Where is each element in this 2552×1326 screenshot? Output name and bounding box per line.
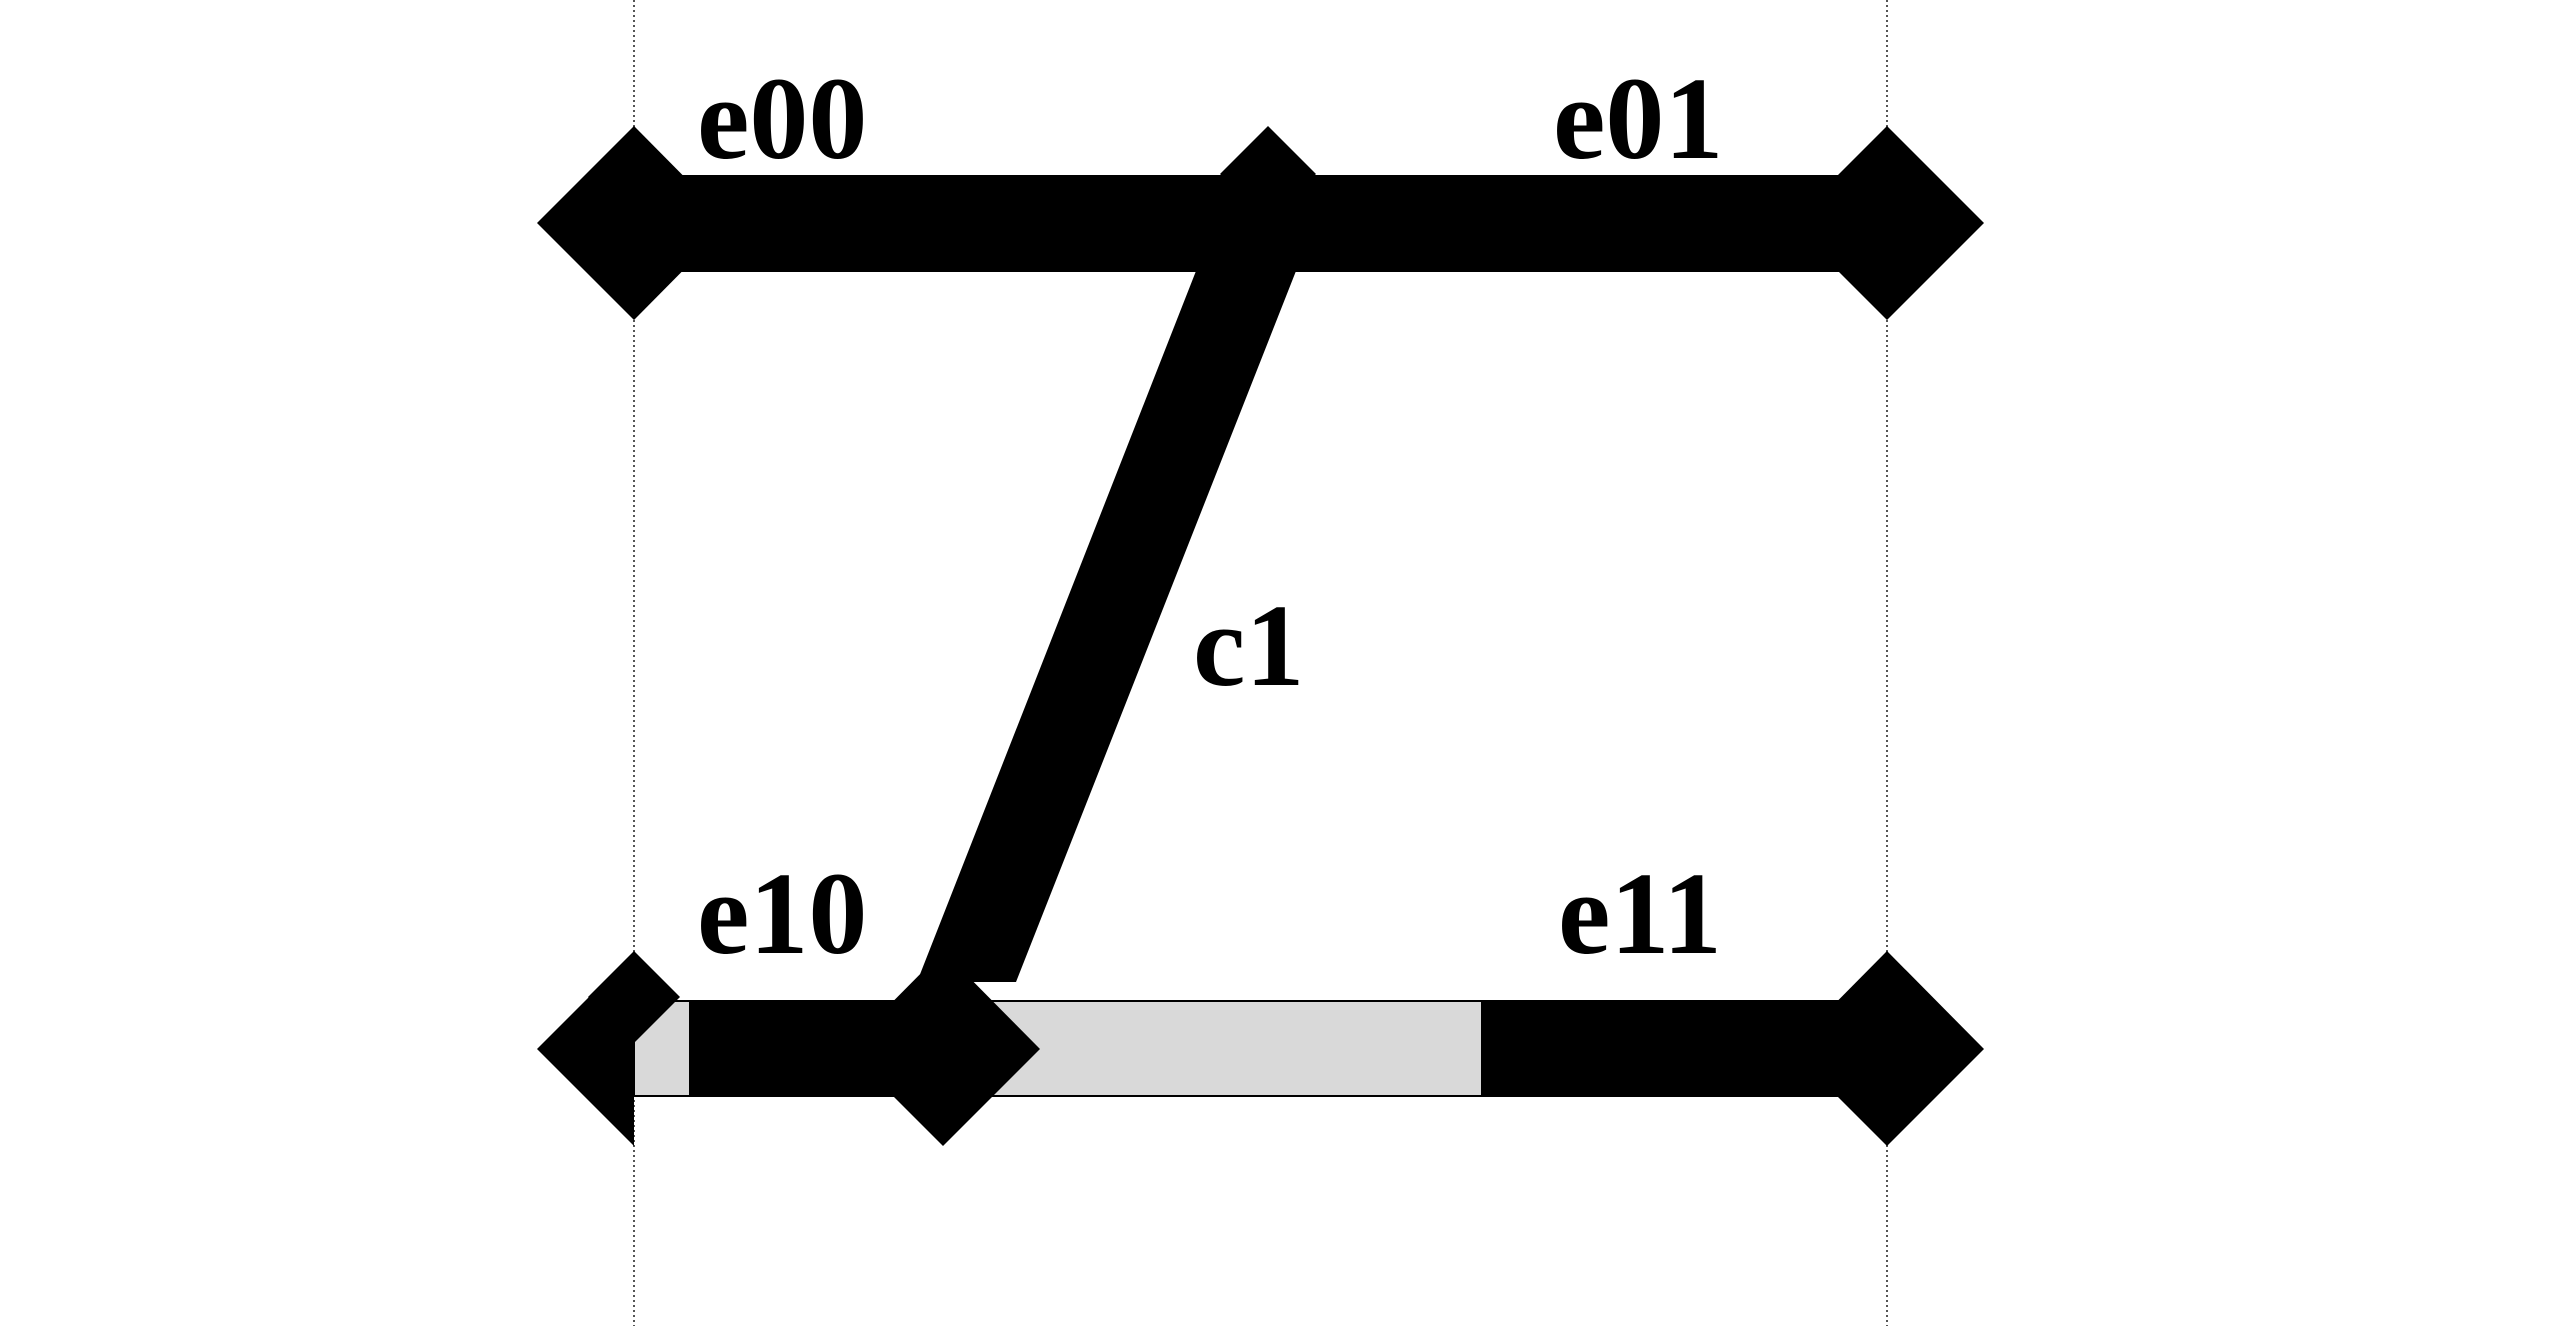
label-e00: e00 — [697, 53, 867, 184]
edge-arrow-bottom-right — [1790, 951, 1984, 1146]
edge-arrow-bottom-middle — [846, 951, 1040, 1146]
edge-arrow-top-right — [1790, 126, 1984, 320]
label-c1: c1 — [1193, 580, 1304, 711]
label-e01: e01 — [1553, 53, 1723, 184]
label-e10: e10 — [697, 848, 867, 979]
edge-arrow-top-left — [537, 126, 730, 320]
connector-c1 — [917, 271, 1296, 982]
edge-arrow-bottom-left-lower — [537, 952, 634, 1146]
edge-arrow-top-middle — [1220, 126, 1316, 222]
label-e11: e11 — [1558, 848, 1722, 979]
